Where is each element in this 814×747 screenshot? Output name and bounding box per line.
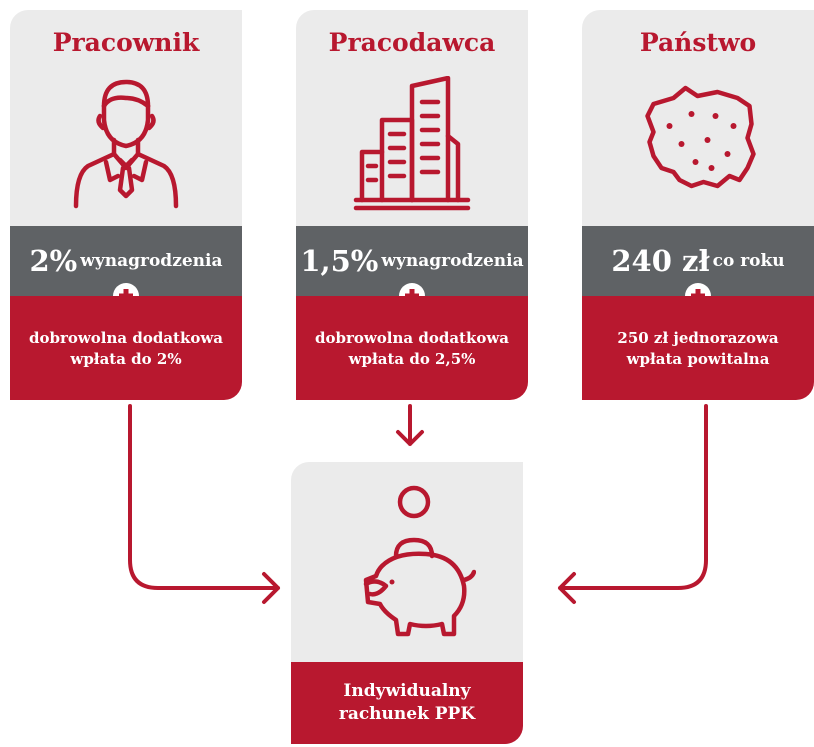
- office-building-icon: [353, 76, 471, 211]
- employee-icon: [73, 79, 179, 209]
- card-panstwo: Państwo 240 zł co roku 250 zł jednorazow…: [582, 10, 814, 400]
- contribution-basis: co roku: [712, 251, 785, 271]
- extra-contribution-line2: wpłata do 2%: [70, 350, 182, 368]
- contribution-band: 2% wynagrodzenia: [10, 226, 242, 296]
- contribution-rate: 1,5%: [300, 244, 379, 278]
- card-header: [582, 10, 814, 226]
- extra-contribution-line2: wpłata powitalna: [626, 350, 770, 368]
- piggy-bank-icon: [363, 485, 476, 637]
- arrow-pracodawca: [396, 404, 424, 446]
- extra-contribution-line1: dobrowolna dodatkowa: [28, 329, 223, 347]
- arrow-panstwo: [558, 404, 708, 604]
- poland-map-icon: [645, 85, 756, 189]
- card-title: Pracownik: [52, 28, 200, 57]
- card-header: [10, 10, 242, 226]
- contribution-basis: wynagrodzenia: [80, 251, 223, 271]
- extra-contribution-line1: 250 zł jednorazowa: [617, 329, 779, 347]
- card-title: Państwo: [639, 28, 757, 57]
- extra-contribution-line1: dobrowolna dodatkowa: [314, 329, 509, 347]
- extra-contribution-line2: wpłata do 2,5%: [348, 350, 476, 368]
- contribution-basis: wynagrodzenia: [381, 251, 524, 271]
- card-pracodawca: Pracodawca 1,5% wynagrodzenia dobrowolna…: [296, 10, 528, 400]
- card-pracownik: Pracownik 2% wynagrodzenia dobrowolna do…: [10, 10, 242, 400]
- ppk-account-line2: rachunek PPK: [338, 704, 476, 724]
- ppk-account-label: Indywidualny rachunek PPK: [291, 662, 523, 744]
- ppk-account-card: Indywidualny rachunek PPK: [291, 462, 523, 744]
- extra-contribution: dobrowolna dodatkowa wpłata do 2,5%: [296, 296, 528, 400]
- contribution-amount: 240 zł: [611, 244, 710, 278]
- extra-contribution: dobrowolna dodatkowa wpłata do 2%: [10, 296, 242, 400]
- card-title: Pracodawca: [328, 28, 496, 57]
- ppk-account-line1: Indywidualny: [343, 681, 471, 701]
- extra-contribution: 250 zł jednorazowa wpłata powitalna: [582, 296, 814, 400]
- contribution-rate: 2%: [29, 244, 78, 278]
- arrow-pracownik: [128, 404, 280, 604]
